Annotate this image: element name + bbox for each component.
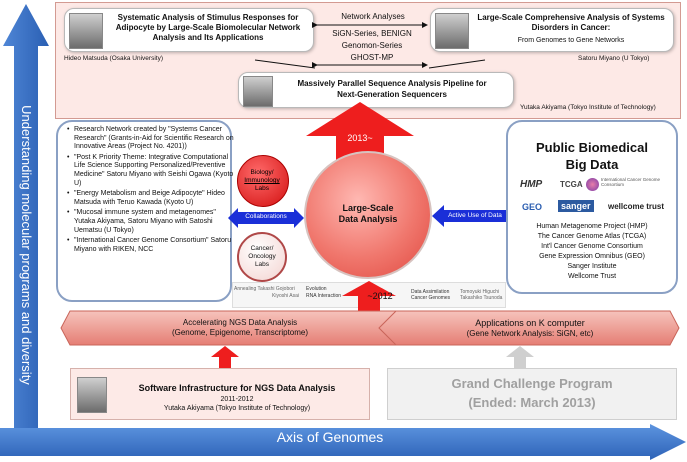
arrow-2012 [342, 281, 396, 316]
ngs-bar-line2: (Genome, Epigenome, Transcriptome) [171, 328, 309, 337]
cancer-labs-circle [237, 232, 287, 282]
center-label-line1: Large-Scale [342, 203, 394, 213]
left-project-box: Systematic Analysis of Stimulus Response… [64, 8, 314, 52]
horizontal-axis-label: Axis of Genomes [276, 429, 384, 445]
network-analyses-label: Network Analyses [341, 12, 405, 21]
active-use-arrow [432, 205, 508, 227]
infrastructure-person: Yutaka Akiyama (Tokyo Institute of Techn… [163, 405, 311, 412]
grand-challenge-up-arrow [506, 346, 534, 370]
network-tool-3: GHOST-MP [350, 53, 394, 62]
pipeline-box: Massively Parallel Sequence Analysis Pip… [238, 72, 514, 108]
cancer-labs-line2: Oncology [248, 253, 276, 260]
right-project-box: Large-Scale Comprehensive Analysis of Sy… [430, 8, 674, 52]
public-data-title-line1: Public Biomedical [536, 140, 648, 155]
grand-challenge-box: Grand Challenge Program (Ended: March 20… [387, 368, 677, 420]
network-tool-1: SiGN-Series, BENIGN [332, 29, 412, 38]
ngs-bar-line1: Accelerating NGS Data Analysis [182, 318, 298, 327]
large-scale-data-analysis-circle [304, 151, 432, 279]
vertical-axis-arrow [3, 4, 49, 430]
public-big-data-panel: Public Biomedical Big Data HMP TCGA Inte… [506, 120, 678, 294]
past-project-left-1: Annealing Takashi Gojobori [234, 286, 295, 292]
research-network-panel: Research Network created by "Systems Can… [56, 120, 234, 302]
source-item: The Cancer Genome Atlas (TCGA) [537, 233, 647, 240]
geo-logo: GEO [522, 202, 543, 212]
source-item: Gene Expression Omnibus (GEO) [539, 253, 645, 260]
biology-labs-circle [237, 155, 289, 207]
center-label-line2: Data Analysis [338, 214, 398, 224]
collaborations-label: Collaborations [245, 213, 287, 220]
wellcome-logo: wellcome trust [608, 202, 665, 211]
research-item: "Post K Priority Theme: Integrative Comp… [67, 154, 234, 188]
biology-labs-line2: Immunology [244, 177, 280, 184]
matsuda-photo [69, 13, 103, 49]
research-item: "Energy Metabolism and Beige Adipocyte" … [67, 190, 234, 207]
k-bar-line1: Applications on K computer [475, 318, 585, 328]
research-item: "Mucosal immune system and metagenomes" … [67, 209, 234, 235]
k-bar-line2: (Gene Network Analysis: SiGN, etc) [466, 329, 594, 338]
past-project-mid-1: Evolution [306, 286, 327, 292]
left-project-person: Hideo Matsuda (Osaka University) [64, 55, 163, 62]
cancer-labs-line1: Cancer/ [250, 245, 274, 252]
hmp-logo: HMP [520, 179, 543, 190]
pipeline-title-line1: Massively Parallel Sequence Analysis Pip… [297, 79, 487, 88]
arrow-2013-label: 2013~ [347, 133, 373, 143]
arrow-2013 [306, 102, 414, 170]
source-item: Sanger Institute [567, 263, 617, 270]
left-project-title: Systematic Analysis of Stimulus Response… [115, 13, 301, 42]
right-project-subtitle: From Genomes to Gene Networks [517, 37, 625, 44]
horizontal-axis-arrow [0, 424, 686, 460]
grand-challenge-line1: Grand Challenge Program [451, 376, 613, 391]
sanger-logo: sanger [558, 200, 594, 212]
biology-labs-line3: Labs [254, 185, 270, 192]
vertical-axis-label: Understanding molecular programs and div… [19, 105, 34, 385]
tcga-logo: TCGA [560, 180, 583, 189]
public-data-title-line2: Big Data [565, 157, 619, 172]
past-project-right-title-2: Cancer Genomes [411, 295, 451, 301]
arrow-2012-label: ~2012 [367, 291, 393, 301]
pipeline-title-line2: Next-Generation Sequencers [337, 90, 447, 99]
icgc-logo: International Cancer Genome Consortium [601, 177, 661, 187]
past-project-mid-2: RNA Interaction [306, 293, 342, 299]
source-item: Wellcome Trust [567, 273, 617, 280]
collaborations-arrow [228, 208, 304, 228]
past-project-right-person-2: Takashiko Tsunoda [460, 295, 503, 301]
past-project-right-title-1: Data Assimilation [411, 289, 450, 295]
infrastructure-years: 2011-2012 [220, 396, 254, 403]
akiyama-photo [243, 76, 273, 107]
source-item: Int'l Cancer Genome Consortium [541, 243, 643, 250]
infrastructure-title: Software Infrastructure for NGS Data Ana… [138, 383, 336, 393]
past-project-right-person-1: Tomoyuki Higuchi [460, 289, 500, 295]
source-item: Human Metagenome Project (HMP) [536, 223, 648, 230]
research-item: Research Network created by "Systems Can… [67, 126, 234, 152]
research-item: "International Cancer Genome Consortium"… [67, 237, 234, 254]
cancer-labs-line3: Labs [254, 261, 270, 268]
miyano-photo [435, 13, 469, 49]
akiyama-photo-2 [77, 377, 107, 413]
biology-labs-line1: Biology/ [250, 169, 274, 176]
past-project-left-2: Kiyoshi Asai [272, 293, 299, 299]
infra-up-arrow [211, 346, 239, 370]
grand-challenge-line2: (Ended: March 2013) [468, 395, 596, 410]
icgc-globe-icon [586, 178, 599, 191]
infrastructure-box: Software Infrastructure for NGS Data Ana… [70, 368, 370, 420]
k-computer-bar-shape [378, 310, 680, 346]
right-project-person: Satoru Miyano (U Tokyo) [578, 55, 650, 62]
network-connector-arrows [254, 22, 486, 69]
network-tool-2: Genomon-Series [341, 41, 403, 50]
active-use-label: Active Use of Data [448, 212, 502, 219]
right-project-title: Large-Scale Comprehensive Analysis of Sy… [477, 13, 665, 32]
pipeline-person: Yutaka Akiyama (Tokyo Institute of Techn… [520, 104, 656, 111]
